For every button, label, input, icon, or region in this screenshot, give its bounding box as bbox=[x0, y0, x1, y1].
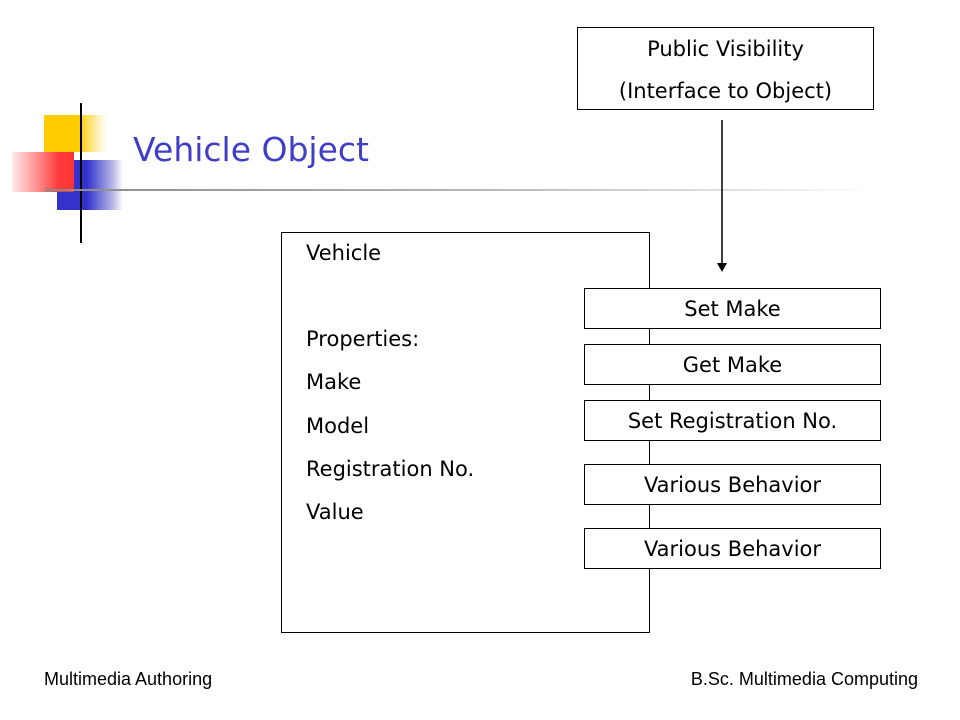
slide-title: Vehicle Object bbox=[133, 130, 369, 169]
properties-label: Properties: bbox=[306, 327, 420, 351]
callout-line-1: Public Visibility bbox=[647, 37, 804, 61]
public-visibility-callout: Public Visibility (Interface to Object) bbox=[577, 27, 874, 110]
logo-yellow-square bbox=[44, 115, 107, 152]
property-item: Value bbox=[306, 500, 364, 524]
property-item: Registration No. bbox=[306, 457, 475, 481]
property-item: Make bbox=[306, 370, 362, 394]
callout-line-2: (Interface to Object) bbox=[618, 79, 833, 103]
method-box-various-behavior: Various Behavior bbox=[584, 528, 881, 569]
object-name: Vehicle bbox=[306, 241, 382, 265]
footer-left-text: Multimedia Authoring bbox=[44, 669, 213, 689]
method-box-set-registration: Set Registration No. bbox=[584, 400, 881, 441]
method-box-various-behavior: Various Behavior bbox=[584, 464, 881, 505]
property-item: Model bbox=[306, 414, 370, 438]
arrow-down-icon bbox=[717, 120, 727, 272]
logo-vertical-line bbox=[80, 103, 82, 243]
footer-right-text: B.Sc. Multimedia Computing bbox=[690, 669, 918, 689]
method-box-set-make: Set Make bbox=[584, 288, 881, 329]
method-box-get-make: Get Make bbox=[584, 344, 881, 385]
arrow-head bbox=[717, 263, 727, 272]
title-underline bbox=[45, 189, 875, 191]
logo-red-bar bbox=[12, 152, 74, 192]
